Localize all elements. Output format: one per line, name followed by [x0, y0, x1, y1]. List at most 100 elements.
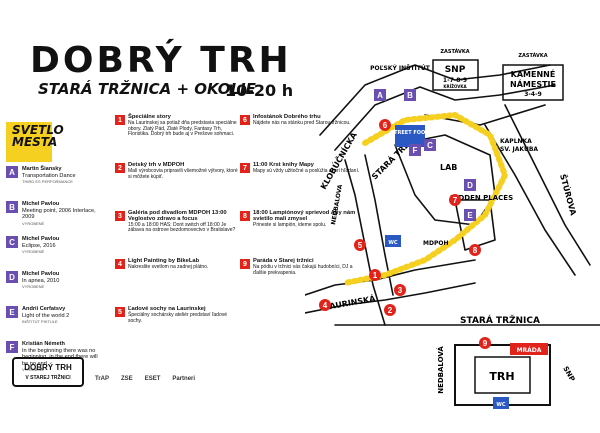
map-number-label: 8 [473, 246, 478, 255]
map-number-label: 7 [453, 196, 458, 205]
program-text: Mapy sú vždy užitočné a poslúžia aj pri … [253, 167, 360, 174]
map-number-marker [394, 284, 406, 296]
program-title: 11:00 Krst knihy Mapy [253, 162, 314, 168]
map: ZASTÁVKA SNP 1-7-8-9 KRÍŽOVKA ZASTÁVKA K… [305, 48, 600, 409]
program-text: Nakreslite svetlom na zadnej plátno. [128, 263, 209, 270]
map-number-label: 1 [373, 271, 378, 280]
polsky-institut-label: POĽSKÝ INŠTITÚT [370, 65, 431, 72]
map-letter-marker [464, 209, 476, 221]
light-author: Martin Šiansky [22, 166, 62, 172]
light-work: In apnea, 2010 [22, 277, 60, 284]
program-title: 18:00 Lampiónový sprievod Aby nám svieti… [253, 210, 356, 222]
map-number-label: 6 [383, 121, 388, 130]
program-title: Ľadové sochy na Laurinskej [128, 306, 206, 312]
map-letter-marker [374, 89, 386, 101]
map-letter-marker [404, 89, 416, 101]
program-text: Malí výrobcovia pripravili všemožné výtv… [128, 167, 238, 180]
light-item: C Michel Pavlou Eclipse, 2016 VYROBENÉ [6, 236, 101, 271]
light-item: A Martin Šiansky Transportation Dance TH… [6, 166, 101, 201]
wc-box [385, 235, 401, 247]
program-number-badge: 5 [115, 307, 125, 317]
light-author: Michel Pavlou [22, 236, 60, 242]
snp-sub: KRÍŽOVKA [443, 84, 467, 89]
trh-label: TRH [489, 370, 514, 383]
snp-label: SNP [445, 65, 466, 75]
zastavka-label: ZASTÁVKA [440, 48, 469, 55]
light-source: VYROBENÉ [22, 367, 45, 373]
snp-lines: 1-7-8-9 [443, 77, 467, 84]
partner-logo: TrAP [95, 376, 110, 382]
light-work: Meeting point, 2006 Interlace, 2009 [22, 207, 96, 221]
light-letter-badge: A [6, 166, 18, 178]
street-food-label: STREET FOOD [391, 130, 430, 136]
program-text: 15:00 a 18:00 HAS: Dont switch off 18:00… [128, 221, 236, 234]
map-letter-label: F [413, 146, 418, 155]
program-number-badge: 3 [115, 211, 125, 221]
map-number-marker [369, 269, 381, 281]
map-letter-label: C [427, 141, 433, 150]
program-number-badge: 6 [240, 115, 250, 125]
map-number-label: 9 [483, 339, 488, 348]
hours: 10-20 h [225, 81, 294, 100]
sturova-label: ŠTÚROVA [558, 173, 580, 217]
nedbalova-inset-label: NEDBALOVÁ [436, 346, 445, 394]
svetlo-mesta-title: SVETLO MESTA [12, 123, 64, 149]
light-work: Transportation Dance [22, 172, 76, 179]
light-item: B Michel Pavlou Meeting point, 2006 Inte… [6, 201, 101, 236]
light-author: Michel Pavlou [22, 201, 60, 207]
program-number-badge: 4 [115, 259, 125, 269]
map-letter-label: A [377, 91, 383, 100]
map-number-label: 2 [388, 306, 393, 315]
subtitle: STARÁ TRŽNICA + OKOLIE [38, 80, 256, 98]
light-letter-badge: D [6, 271, 18, 283]
zastavka2-label: ZASTÁVKA [518, 52, 547, 59]
kamenne-lines: 3-4-9 [524, 91, 542, 98]
light-letter-badge: E [6, 306, 18, 318]
map-number-marker [319, 299, 331, 311]
program-title: Detský trh v MDPOH [128, 162, 185, 168]
map-letter-marker [464, 179, 476, 191]
map-letter-label: B [407, 91, 413, 100]
program-number-badge: 9 [240, 259, 250, 269]
map-number-marker [379, 119, 391, 131]
program-item: 18:00 Lampiónový sprievod Aby nám svieti… [253, 210, 363, 228]
program-title: Špeciálne story [128, 114, 171, 120]
map-number-marker [354, 239, 366, 251]
partner-logo: Partneri [172, 376, 196, 382]
light-author: Kristián Németh [22, 341, 65, 347]
map-number-marker [449, 194, 461, 206]
nedbalova-label: NEDBALOVA [330, 184, 344, 226]
light-source: VYROBENÉ [22, 284, 45, 290]
trh-box [474, 356, 531, 394]
klobucnicka-label: KLOBÚČNÍCKA [317, 129, 359, 191]
hidden-places-label: HIDDEN PLACES [450, 194, 513, 202]
partner-logo: ESET [144, 376, 161, 382]
program-title: Galéria pod divadlom MDPOH 13:00 Veglost… [128, 210, 227, 222]
light-letter-badge: F [6, 341, 18, 353]
kaplnka-label: KAPLNKA [500, 138, 532, 145]
map-letter-marker [409, 144, 421, 156]
light-source: VYROBENÉ [22, 220, 45, 226]
map-letter-label: E [467, 211, 473, 220]
map-letter-marker [424, 139, 436, 151]
page-title: DOBRÝ TRH [30, 40, 292, 81]
kaplnka-sub: SV. JAKUBA [500, 146, 538, 153]
mrada-box [510, 343, 548, 355]
light-source: VYROBENÉ [22, 249, 45, 255]
map-number-marker [469, 244, 481, 256]
mrada-label: MRÁDA [517, 347, 542, 354]
program-number-badge: 1 [115, 115, 125, 125]
wc-inset-label: WC [496, 402, 506, 408]
light-letter-badge: B [6, 201, 18, 213]
program-title: Paráda v Starej tržnici [253, 258, 314, 264]
map-number-label: 3 [398, 286, 403, 295]
street-food-box [395, 125, 425, 147]
